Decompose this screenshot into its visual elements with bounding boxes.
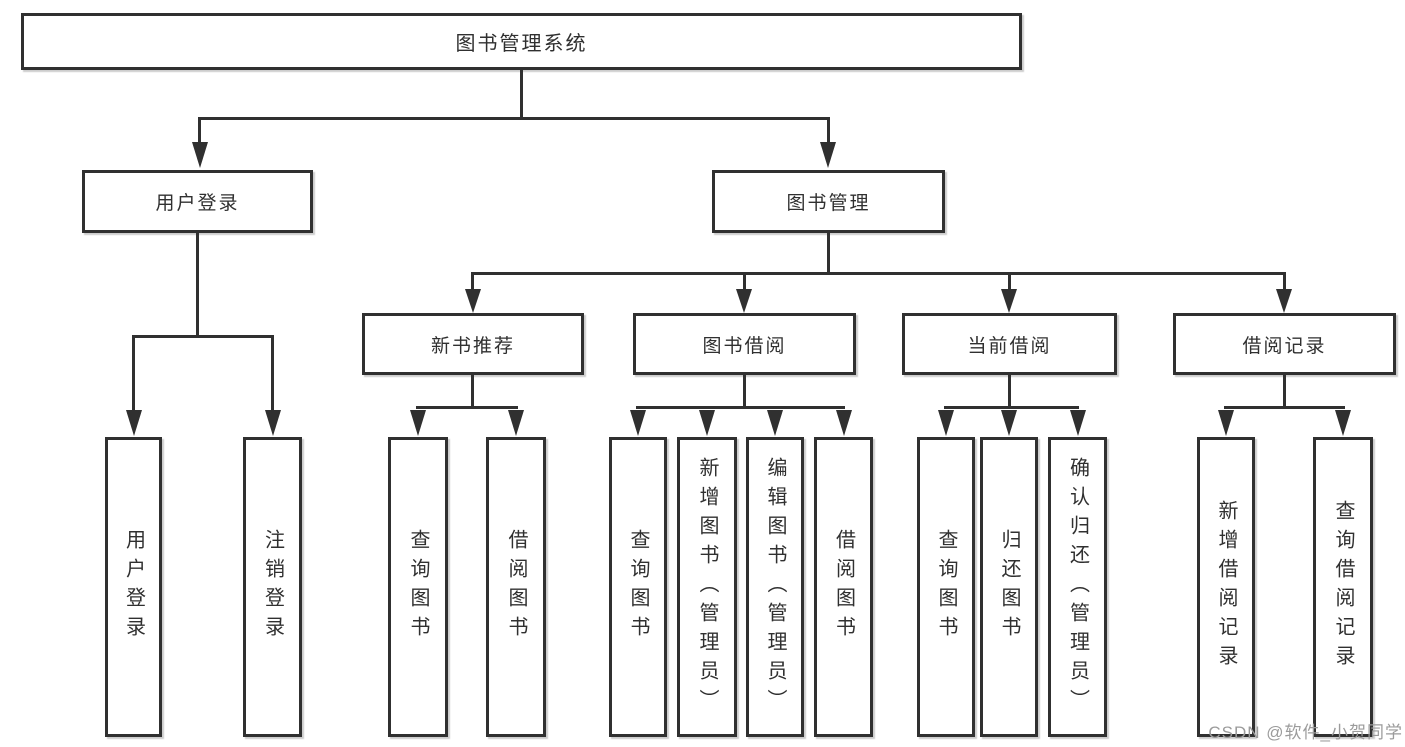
node-book-management-branch: 图书管理 [712,170,945,233]
connector-line [271,335,274,417]
leaf-recommend-query-book-label: 查询图书 [407,529,429,645]
node-current-borrowing-label: 当前借阅 [967,335,1052,357]
leaf-user-login: 用户登录 [105,437,162,737]
connector-line [1008,272,1011,292]
arrow-down-icon [1001,289,1017,313]
node-book-management-branch-label: 图书管理 [786,193,871,214]
arrow-down-icon [1218,410,1234,436]
arrow-down-icon [1276,289,1292,313]
connector-line [827,117,830,147]
connector-line [1224,406,1345,409]
leaf-recommend-borrow-book-label: 借阅图书 [505,529,527,645]
arrow-down-icon [126,410,142,436]
leaf-query-borrow-record: 查询借阅记录 [1313,437,1373,737]
connector-line [471,375,474,408]
arrow-down-icon [699,410,715,436]
node-book-borrowing: 图书借阅 [633,313,856,375]
leaf-confirm-return-admin: 确认归还（管理员） [1048,437,1107,737]
arrow-down-icon [836,410,852,436]
leaf-return-book: 归还图书 [980,437,1038,737]
leaf-add-borrow-record-label: 新增借阅记录 [1215,500,1237,674]
node-new-book-recommend-label: 新书推荐 [430,335,515,357]
connector-line [944,406,1079,409]
leaf-edit-book-admin-label: 编辑图书（管理员） [764,456,786,718]
arrow-down-icon [1335,410,1351,436]
leaf-query-borrow-record-label: 查询借阅记录 [1332,500,1354,674]
node-library-system-root-label: 图书管理系统 [455,33,588,55]
node-borrow-records: 借阅记录 [1173,313,1396,375]
leaf-add-book-admin: 新增图书（管理员） [677,437,737,737]
connector-line [198,117,830,120]
node-borrow-records-label: 借阅记录 [1242,335,1327,357]
node-book-borrowing-label: 图书借阅 [702,335,787,357]
node-current-borrowing: 当前借阅 [902,313,1117,375]
leaf-recommend-query-book: 查询图书 [388,437,448,737]
leaf-borrowing-borrow-book-label: 借阅图书 [832,529,855,645]
leaf-edit-book-admin: 编辑图书（管理员） [746,437,804,737]
leaf-recommend-borrow-book: 借阅图书 [486,437,546,737]
connector-line [743,375,746,408]
arrow-down-icon [767,410,783,436]
leaf-current-query-book-label: 查询图书 [935,529,957,645]
arrow-down-icon [938,410,954,436]
leaf-add-borrow-record: 新增借阅记录 [1197,437,1255,737]
node-new-book-recommend: 新书推荐 [362,313,584,375]
leaf-borrowing-borrow-book: 借阅图书 [814,437,873,737]
connector-line [636,406,845,409]
connector-line [743,272,746,292]
arrow-down-icon [1001,410,1017,436]
leaf-logout-label: 注销登录 [261,529,284,645]
leaf-logout: 注销登录 [243,437,302,737]
node-user-login-branch-label: 用户登录 [155,193,240,214]
connector-line [520,70,523,118]
connector-line [471,272,474,292]
connector-line [1008,375,1011,408]
connector-line [132,335,135,417]
connector-line [827,233,830,274]
connector-line [471,272,1286,275]
arrow-down-icon [192,142,208,168]
leaf-user-login-label: 用户登录 [122,529,145,645]
connector-line [416,406,518,409]
node-user-login-branch: 用户登录 [82,170,313,233]
leaf-confirm-return-admin-label: 确认归还（管理员） [1066,456,1089,718]
connector-line [198,117,201,147]
arrow-down-icon [736,289,752,313]
leaf-current-query-book: 查询图书 [917,437,975,737]
leaf-add-book-admin-label: 新增图书（管理员） [696,456,718,718]
arrow-down-icon [265,410,281,436]
leaf-return-book-label: 归还图书 [998,529,1020,645]
connector-line [1283,375,1286,408]
arrow-down-icon [1070,410,1086,436]
arrow-down-icon [630,410,646,436]
connector-line [1283,272,1286,292]
arrow-down-icon [508,410,524,436]
node-library-system-root: 图书管理系统 [21,13,1022,70]
arrow-down-icon [820,142,836,168]
leaf-borrowing-query-book: 查询图书 [609,437,667,737]
arrow-down-icon [410,410,426,436]
arrow-down-icon [465,289,481,313]
connector-line [196,233,199,337]
leaf-borrowing-query-book-label: 查询图书 [627,529,649,645]
watermark: CSDN @软件_小贺同学 [1208,723,1403,742]
connector-line [132,335,274,338]
